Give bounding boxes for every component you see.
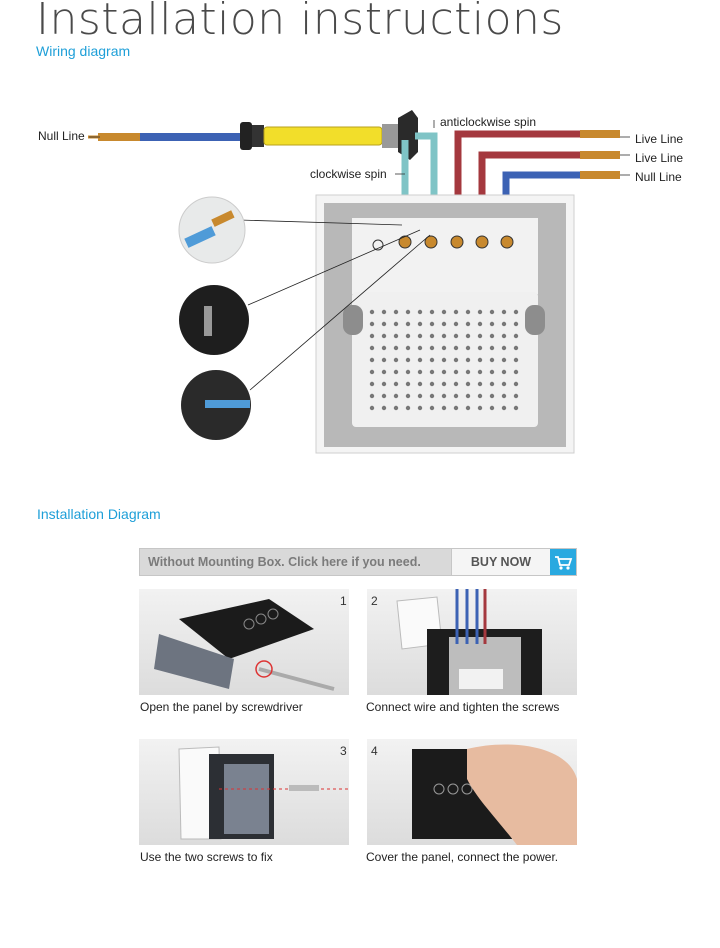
mount-hole-right — [525, 305, 545, 335]
mounting-box-banner[interactable]: Without Mounting Box. Click here if you … — [139, 548, 577, 576]
buy-now-button[interactable]: BUY NOW — [451, 549, 550, 575]
cart-button[interactable] — [550, 549, 576, 575]
tube-cap-left — [240, 122, 252, 150]
clockwise-spin-label: clockwise spin — [310, 167, 387, 181]
step-4-caption: Cover the panel, connect the power. — [366, 850, 559, 864]
step-4-image — [367, 739, 577, 845]
live-wire-2-copper — [580, 151, 620, 159]
live-wire-1-copper — [580, 130, 620, 138]
tube-ring — [252, 125, 264, 147]
wiring-diagram-subtitle: Wiring diagram — [36, 43, 131, 59]
vent-dots — [369, 309, 519, 411]
tube-end — [382, 124, 400, 148]
null-line-left-wire — [140, 133, 242, 141]
step-1-image — [139, 589, 349, 695]
wiring-diagram — [88, 110, 630, 454]
anticlockwise-spin-label: anticlockwise spin — [440, 115, 537, 129]
step-1-caption: Open the panel by screwdriver — [140, 700, 303, 714]
live-line-2-label: Live Line — [635, 151, 684, 165]
null-line-right-label: Null Line — [635, 170, 682, 184]
page-title: Installation instructions — [36, 0, 564, 45]
detail-screw-circle — [179, 285, 249, 355]
step-2-caption: Connect wire and tighten the screws — [366, 700, 560, 714]
step-3-caption: Use the two screws to fix — [140, 850, 273, 864]
installation-diagram-subtitle: Installation Diagram — [37, 506, 161, 522]
step-3-image — [139, 739, 349, 845]
step-3-number: 3 — [340, 744, 347, 758]
live-line-1-label: Live Line — [635, 132, 684, 146]
cart-icon — [555, 556, 573, 570]
mount-hole-left — [343, 305, 363, 335]
tube-body — [263, 126, 383, 146]
banner-text[interactable]: Without Mounting Box. Click here if you … — [148, 555, 421, 569]
null-line-left-copper — [98, 133, 140, 141]
switch-terminal-block — [352, 218, 538, 294]
step-2-image — [367, 589, 577, 695]
null-wire-right-copper — [580, 171, 620, 179]
null-line-left-label: Null Line — [38, 129, 85, 143]
terminals — [372, 235, 514, 251]
step-4-number: 4 — [371, 744, 378, 758]
step-2-number: 2 — [371, 594, 378, 608]
step-1-number: 1 — [340, 594, 347, 608]
